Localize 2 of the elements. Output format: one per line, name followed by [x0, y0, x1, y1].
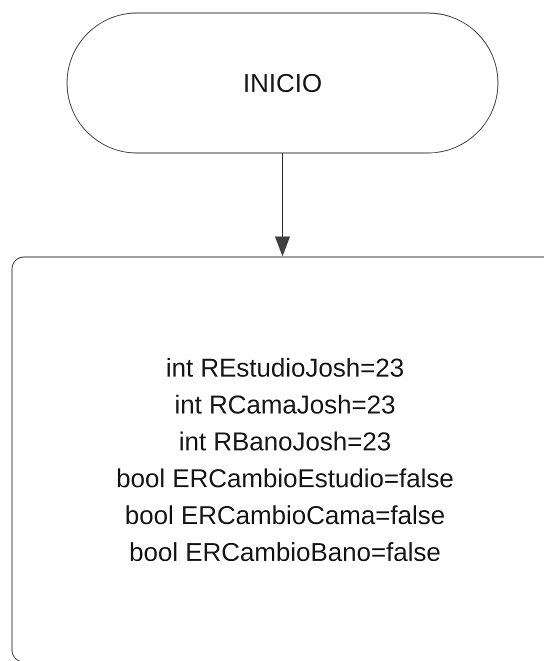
process-box: int REstudioJosh=23 int RCamaJosh=23 int RBanoJosh=23 bool ERCambioEstudio=false bool ERCambioCama=false bool ERCambioBano=false — [12, 256, 544, 661]
start-terminal: INICIO — [66, 12, 498, 154]
